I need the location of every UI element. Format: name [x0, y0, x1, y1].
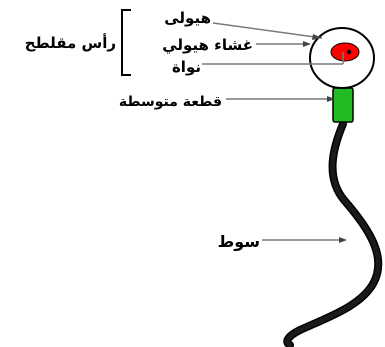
arrow-tail: [339, 237, 347, 243]
nucleus-dot: [346, 49, 352, 55]
head-bracket: [121, 9, 131, 76]
label-cell-membrane: غشاء هيولي: [162, 36, 253, 54]
arrow-membrane: [303, 41, 311, 47]
label-head: رأس مقلطح: [25, 33, 116, 52]
label-nucleus: نواة: [172, 58, 201, 76]
label-midpiece: قطعة متوسطة: [119, 94, 222, 110]
arrow-cytoplasm: [312, 34, 322, 40]
midpiece-segment: [332, 87, 354, 123]
pointer-cytoplasm: [212, 22, 323, 39]
nucleus-shape: [330, 42, 360, 62]
label-cytoplasm: هيولى: [164, 9, 211, 27]
tail-flagellum-fill: [284, 121, 381, 347]
label-tail: سوط: [218, 232, 260, 251]
arrow-midpiece: [327, 96, 335, 102]
